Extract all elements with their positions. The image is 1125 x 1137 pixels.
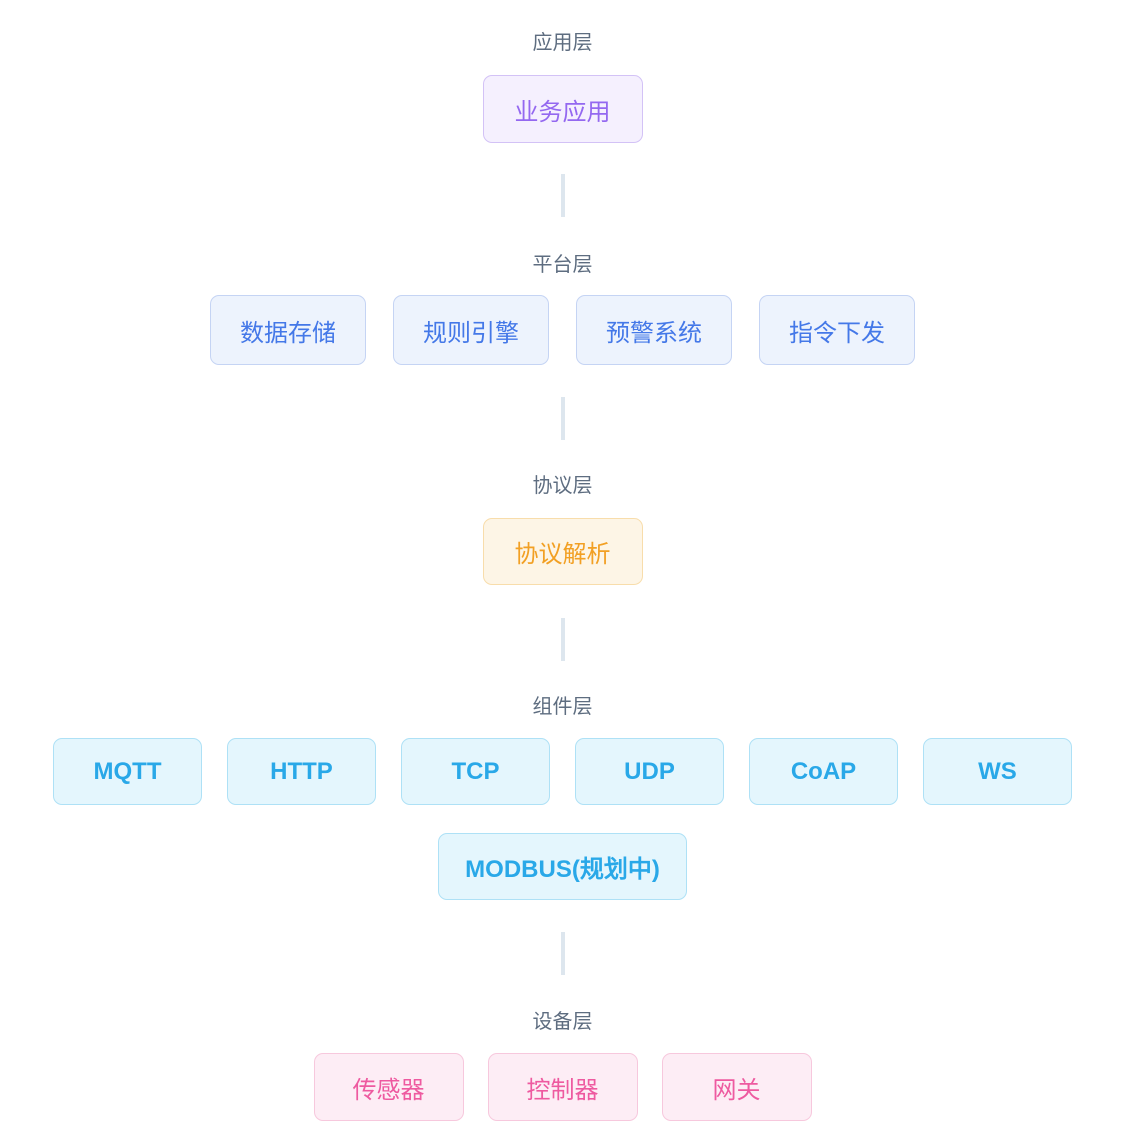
node-sensor: 传感器 bbox=[313, 1053, 464, 1121]
node-ws: WS bbox=[923, 738, 1072, 805]
layer-title-platform: 平台层 bbox=[532, 254, 593, 276]
device-layer-row: 传感器 控制器 网关 bbox=[313, 1053, 812, 1121]
node-business-app: 业务应用 bbox=[482, 75, 643, 143]
connector-protocol-component bbox=[560, 618, 565, 661]
component-layer-row-1: MQTT HTTP TCP UDP CoAP WS bbox=[53, 738, 1072, 805]
node-controller: 控制器 bbox=[487, 1053, 638, 1121]
layer-title-application: 应用层 bbox=[532, 32, 593, 54]
node-coap: CoAP bbox=[749, 738, 898, 805]
connector-app-platform bbox=[560, 174, 565, 217]
layer-title-protocol: 协议层 bbox=[532, 475, 593, 497]
connector-platform-protocol bbox=[560, 397, 565, 440]
layer-title-device: 设备层 bbox=[532, 1011, 593, 1033]
node-data-storage: 数据存储 bbox=[210, 295, 366, 365]
node-http: HTTP bbox=[227, 738, 376, 805]
layer-title-component: 组件层 bbox=[532, 696, 593, 718]
node-gateway: 网关 bbox=[661, 1053, 812, 1121]
node-command-dispatch: 指令下发 bbox=[759, 295, 915, 365]
node-udp: UDP bbox=[575, 738, 724, 805]
application-layer-row: 业务应用 bbox=[482, 75, 643, 143]
node-mqtt: MQTT bbox=[53, 738, 202, 805]
node-tcp: TCP bbox=[401, 738, 550, 805]
platform-layer-row: 数据存储 规则引擎 预警系统 指令下发 bbox=[210, 295, 915, 365]
node-alert-system: 预警系统 bbox=[576, 295, 732, 365]
node-modbus: MODBUS(规划中) bbox=[438, 833, 687, 900]
component-layer-row-2: MODBUS(规划中) bbox=[438, 833, 687, 900]
node-rule-engine: 规则引擎 bbox=[393, 295, 549, 365]
node-protocol-parse: 协议解析 bbox=[482, 518, 643, 585]
protocol-layer-row: 协议解析 bbox=[482, 518, 643, 585]
connector-component-device bbox=[560, 932, 565, 975]
